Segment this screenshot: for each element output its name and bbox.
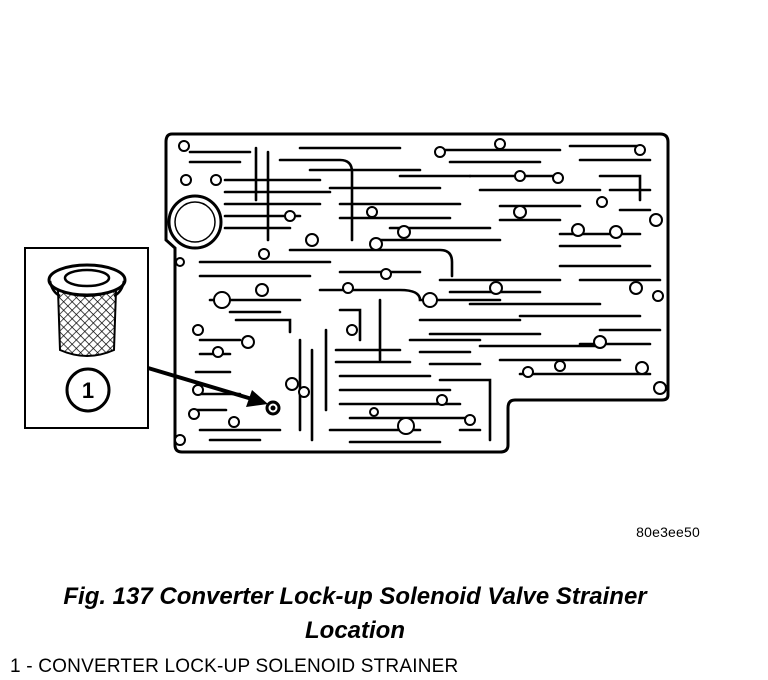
upper-passages [188,144,652,278]
caption-line-1: Fig. 137 Converter Lock-up Solenoid Valv… [63,583,647,610]
figure-caption: Fig. 137 Converter Lock-up Solenoid Valv… [0,580,710,648]
figure-code: 80e3ee50 [636,524,700,540]
callout-number: 1 [82,378,94,403]
legend-item: 1 - CONVERTER LOCK-UP SOLENOID STRAINER [10,656,459,677]
strainer-icon [47,263,127,357]
caption-line-2: Location [305,617,405,644]
leader-arrow [147,366,268,407]
large-bore [167,194,223,250]
valve-body-diagram: 1 [24,132,670,454]
lower-passages [194,318,492,444]
callout-circle [65,367,111,413]
valve-ports [174,138,667,446]
